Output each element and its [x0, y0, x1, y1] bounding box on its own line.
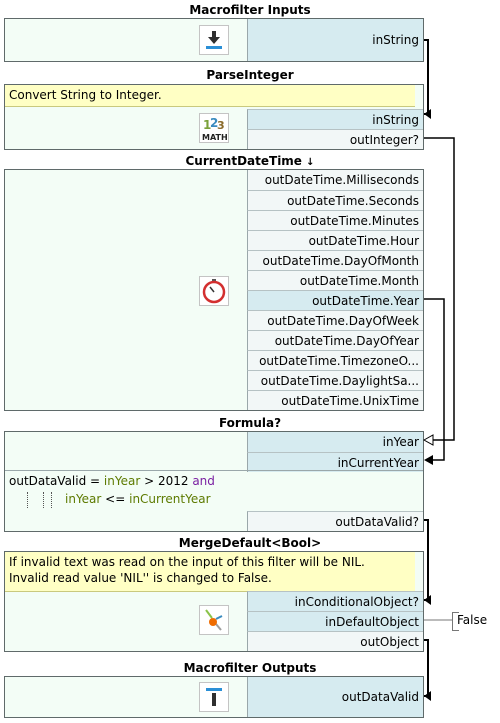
formula-keyword-and: and [192, 474, 215, 488]
datetime-port-timezone[interactable]: outDateTime.TimezoneO... [247, 350, 423, 370]
indent-guide-3 [51, 492, 52, 508]
formula-var-inyear-2: inYear [65, 492, 102, 506]
datetime-port-unixtime[interactable]: outDateTime.UnixTime [247, 390, 423, 410]
wire-year [424, 298, 445, 461]
svg-text:2: 2 [210, 116, 218, 130]
datetime-port-year[interactable]: outDateTime.Year [247, 290, 423, 310]
upload-bar-icon [199, 682, 229, 712]
wire-outinteger-arrow [422, 434, 434, 446]
datetime-title-text: CurrentDateTime [185, 154, 302, 168]
wire-outinteger [424, 137, 455, 441]
wire-datavalid [424, 519, 429, 601]
wire-outobject-arrow [424, 691, 431, 701]
wire-year-arrow [424, 455, 433, 465]
merge-port-outobject[interactable]: outObject [247, 631, 423, 651]
formula-op-assign: = [86, 474, 104, 488]
formula-port-incurrentyear[interactable]: inCurrentYear [247, 452, 423, 472]
inputs-block[interactable]: inString [4, 18, 424, 62]
parse-block[interactable]: Convert String to Integer. 1 2 3 MATH in… [4, 84, 424, 150]
download-arrow-icon [199, 25, 229, 55]
wire-instring-arrow [424, 109, 431, 119]
datetime-port-dayofweek[interactable]: outDateTime.DayOfWeek [247, 310, 423, 330]
merge-title: MergeDefault<Bool> [178, 536, 322, 550]
inputs-title: Macrofilter Inputs [189, 3, 311, 17]
merge-note-line-1: If invalid text was read on the input of… [9, 555, 365, 569]
formula-block[interactable]: inYear inCurrentYear outDataValid = inYe… [4, 431, 424, 532]
default-value-label[interactable]: False [457, 613, 488, 627]
merge-port-indefaultobject[interactable]: inDefaultObject [247, 611, 423, 631]
datetime-port-seconds[interactable]: outDateTime.Seconds [247, 190, 423, 210]
formula-line-1[interactable]: outDataValid = inYear > 2012 and [9, 472, 215, 490]
parse-port-outinteger[interactable]: outInteger? [247, 129, 423, 149]
parse-note: Convert String to Integer. [5, 85, 415, 107]
datetime-port-milliseconds[interactable]: outDateTime.Milliseconds [247, 170, 423, 190]
indent-guide-1 [27, 492, 28, 508]
datetime-port-daylightsaving[interactable]: outDateTime.DaylightSa... [247, 370, 423, 390]
parse-port-instring[interactable]: inString [247, 109, 423, 129]
datetime-port-hour[interactable]: outDateTime.Hour [247, 230, 423, 250]
formula-port-inyear[interactable]: inYear [247, 432, 423, 452]
outputs-block[interactable]: outDataValid [4, 676, 424, 718]
wire-outobject [424, 639, 429, 697]
formula-divider [5, 470, 423, 471]
datetime-port-dayofmonth[interactable]: outDateTime.DayOfMonth [247, 250, 423, 270]
svg-text:1: 1 [203, 118, 211, 132]
merge-note: If invalid text was read on the input of… [5, 552, 415, 592]
merge-arrows-icon [199, 605, 229, 635]
outputs-title: Macrofilter Outputs [183, 661, 317, 675]
formula-compare: > 2012 [140, 474, 193, 488]
datetime-port-month[interactable]: outDateTime.Month [247, 270, 423, 290]
wire-instring [424, 39, 429, 115]
default-value-bracket [452, 612, 459, 631]
merge-note-line-2: Invalid read value 'NIL'' is changed to … [9, 571, 272, 585]
merge-block[interactable]: If invalid text was read on the input of… [4, 551, 424, 652]
datetime-title: CurrentDateTime ↓ [0, 152, 500, 172]
wire-datavalid-arrow [424, 595, 431, 605]
formula-op-le: <= [101, 492, 130, 506]
parse-title: ParseInteger [206, 68, 294, 82]
formula-line-2[interactable]: inYear <= inCurrentYear [65, 490, 211, 508]
datetime-port-dayofyear[interactable]: outDateTime.DayOfYear [247, 330, 423, 350]
svg-text:3: 3 [217, 119, 225, 132]
merge-port-inconditionalobject[interactable]: inConditionalObject? [247, 591, 423, 611]
datetime-block[interactable]: outDateTime.Milliseconds outDateTime.Sec… [4, 169, 424, 411]
formula-var-incurrentyear: inCurrentYear [129, 492, 211, 506]
math-123-icon: 1 2 3 MATH [199, 113, 229, 143]
stopwatch-icon [199, 276, 229, 306]
formula-var-inyear: inYear [103, 474, 141, 488]
indent-guide-2 [43, 492, 44, 508]
outputs-port-outdatavalid[interactable]: outDataValid [247, 677, 423, 717]
svg-text:MATH: MATH [202, 133, 228, 142]
formula-port-outdatavalid[interactable]: outDataValid? [247, 511, 423, 531]
arrow-down-icon: ↓ [306, 157, 315, 168]
datetime-port-minutes[interactable]: outDateTime.Minutes [247, 210, 423, 230]
formula-title: Formula? [218, 416, 282, 430]
formula-out-var: outDataValid [9, 474, 87, 488]
inputs-port-instring[interactable]: inString [247, 19, 423, 61]
